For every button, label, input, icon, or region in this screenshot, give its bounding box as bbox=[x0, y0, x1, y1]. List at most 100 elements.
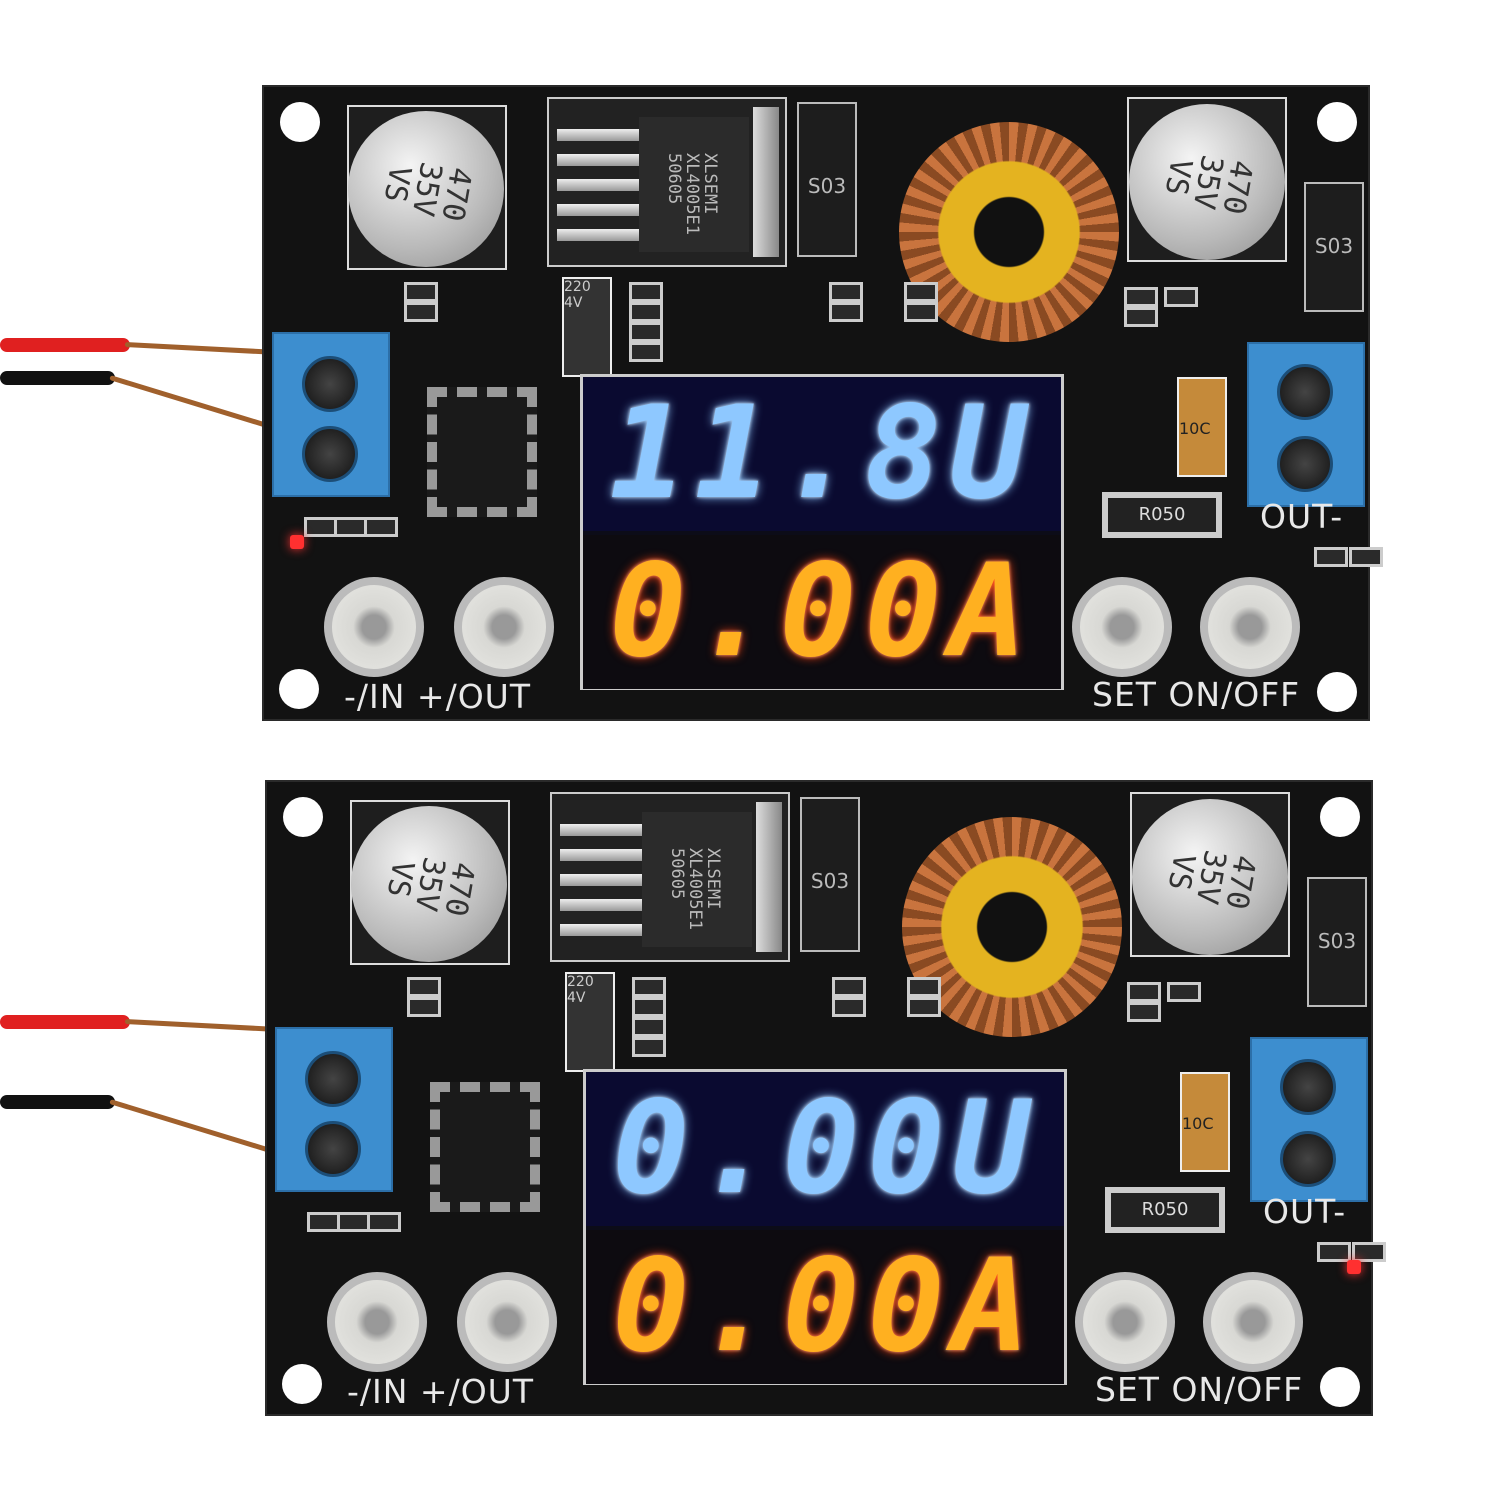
chip-pin bbox=[557, 179, 639, 191]
smd-component bbox=[1164, 287, 1198, 307]
capacitor-left: 470 35V VS bbox=[351, 806, 507, 962]
set-onoff-label: SET ON/OFF bbox=[1095, 1370, 1304, 1409]
smd-component bbox=[337, 1212, 371, 1232]
on-off-button[interactable] bbox=[1200, 577, 1300, 677]
in-button[interactable] bbox=[324, 577, 424, 677]
chip-pin bbox=[557, 154, 639, 166]
led-display: 11.8U 0.00A bbox=[580, 374, 1064, 690]
chip-pin bbox=[560, 824, 642, 836]
chip-body: XLSEMI XL4005E1 50605 bbox=[639, 117, 749, 252]
mounting-hole bbox=[1317, 672, 1357, 712]
smd-component bbox=[632, 1017, 666, 1037]
shunt-resistor: R050 bbox=[1105, 1187, 1225, 1233]
diode-label: S03 bbox=[1317, 929, 1357, 953]
tantalum-capacitor: 220 4V bbox=[565, 972, 615, 1072]
microcontroller bbox=[427, 387, 537, 517]
capacitor-label: 470 35V VS bbox=[1160, 847, 1262, 913]
screw-icon bbox=[305, 1121, 361, 1177]
buck-converter-board: 470 35V VS 470 35V VS XLSEMI XL4005E1 50… bbox=[262, 85, 1383, 721]
led-display: 0.00U 0.00A bbox=[583, 1069, 1067, 1385]
shunt-label: R050 bbox=[1138, 504, 1186, 525]
smd-component bbox=[1317, 1242, 1351, 1262]
capacitor-label: 470 35V VS bbox=[379, 854, 481, 920]
set-button[interactable] bbox=[1075, 1272, 1175, 1372]
smd-component bbox=[1127, 1002, 1161, 1022]
tantalum-capacitor: 220 4V bbox=[562, 277, 612, 377]
out-button[interactable] bbox=[457, 1272, 557, 1372]
smd-component bbox=[629, 302, 663, 322]
copper-lead bbox=[124, 342, 285, 356]
cap-10c-label: 10C bbox=[1182, 1114, 1214, 1133]
smd-component bbox=[367, 1212, 401, 1232]
capacitor-label: 470 35V VS bbox=[1157, 152, 1259, 218]
smd-component bbox=[907, 977, 941, 997]
smd-component bbox=[629, 342, 663, 362]
diode-label: S03 bbox=[1314, 234, 1354, 258]
in-out-label: -/IN +/OUT bbox=[347, 1372, 534, 1411]
current-display: 0.00A bbox=[583, 535, 1061, 689]
chip-pin bbox=[557, 129, 639, 141]
mounting-hole bbox=[1320, 797, 1360, 837]
smd-component bbox=[1124, 307, 1158, 327]
smd-component bbox=[632, 997, 666, 1017]
copper-lead bbox=[109, 1099, 274, 1154]
smd-component bbox=[904, 302, 938, 322]
screw-icon bbox=[1277, 364, 1333, 420]
smd-component bbox=[832, 997, 866, 1017]
on-off-button[interactable] bbox=[1203, 1272, 1303, 1372]
set-button[interactable] bbox=[1072, 577, 1172, 677]
out-label: OUT- bbox=[1260, 497, 1344, 536]
chip-pin bbox=[557, 229, 639, 241]
out-button[interactable] bbox=[454, 577, 554, 677]
set-onoff-label: SET ON/OFF bbox=[1092, 675, 1301, 714]
smd-component bbox=[1167, 982, 1201, 1002]
small-cap-label: 220 4V bbox=[564, 279, 591, 311]
output-terminal-block bbox=[1250, 1037, 1368, 1202]
smd-component bbox=[632, 977, 666, 997]
smd-component bbox=[907, 997, 941, 1017]
smd-component bbox=[307, 1212, 341, 1232]
capacitor-right: 470 35V VS bbox=[1132, 799, 1288, 955]
in-button[interactable] bbox=[327, 1272, 427, 1372]
chip-label: XLSEMI XL4005E1 50605 bbox=[666, 848, 723, 930]
screw-icon bbox=[305, 1051, 361, 1107]
screw-icon bbox=[302, 356, 358, 412]
diode-label: S03 bbox=[810, 869, 850, 893]
smd-component bbox=[832, 977, 866, 997]
in-out-label: -/IN +/OUT bbox=[344, 677, 531, 716]
smd-component bbox=[632, 1037, 666, 1057]
copper-lead bbox=[124, 1019, 285, 1033]
smd-component bbox=[334, 517, 368, 537]
screw-icon bbox=[1280, 1059, 1336, 1115]
chip-pin bbox=[560, 849, 642, 861]
status-led bbox=[1347, 1260, 1361, 1274]
mounting-hole bbox=[282, 1364, 322, 1404]
smd-component bbox=[904, 282, 938, 302]
schottky-diode: S03 bbox=[800, 797, 860, 952]
smd-component bbox=[1349, 547, 1383, 567]
schottky-diode: S03 bbox=[1304, 182, 1364, 312]
smd-component bbox=[629, 322, 663, 342]
screw-icon bbox=[1280, 1131, 1336, 1187]
chip-pin bbox=[560, 874, 642, 886]
capacitor-right: 470 35V VS bbox=[1129, 104, 1285, 260]
shunt-label: R050 bbox=[1141, 1199, 1189, 1220]
black-wire bbox=[0, 371, 115, 385]
buck-converter-board: 470 35V VS 470 35V VS XLSEMI XL4005E1 50… bbox=[265, 780, 1386, 1416]
current-display: 0.00A bbox=[586, 1230, 1064, 1384]
capacitor-left: 470 35V VS bbox=[348, 111, 504, 267]
voltage-readout: 0.00U bbox=[612, 1074, 1038, 1223]
current-readout: 0.00A bbox=[609, 537, 1035, 686]
regulator-chip: XLSEMI XL4005E1 50605 bbox=[550, 792, 790, 962]
mounting-hole bbox=[1317, 102, 1357, 142]
capacitor-label: 470 35V VS bbox=[376, 159, 478, 225]
red-wire bbox=[0, 1015, 130, 1029]
smd-component bbox=[1127, 982, 1161, 1002]
screw-icon bbox=[302, 426, 358, 482]
mounting-hole bbox=[283, 797, 323, 837]
schottky-diode: S03 bbox=[797, 102, 857, 257]
red-wire bbox=[0, 338, 130, 352]
smd-component bbox=[629, 282, 663, 302]
chip-pin bbox=[560, 899, 642, 911]
heatsink-tab bbox=[753, 107, 779, 257]
